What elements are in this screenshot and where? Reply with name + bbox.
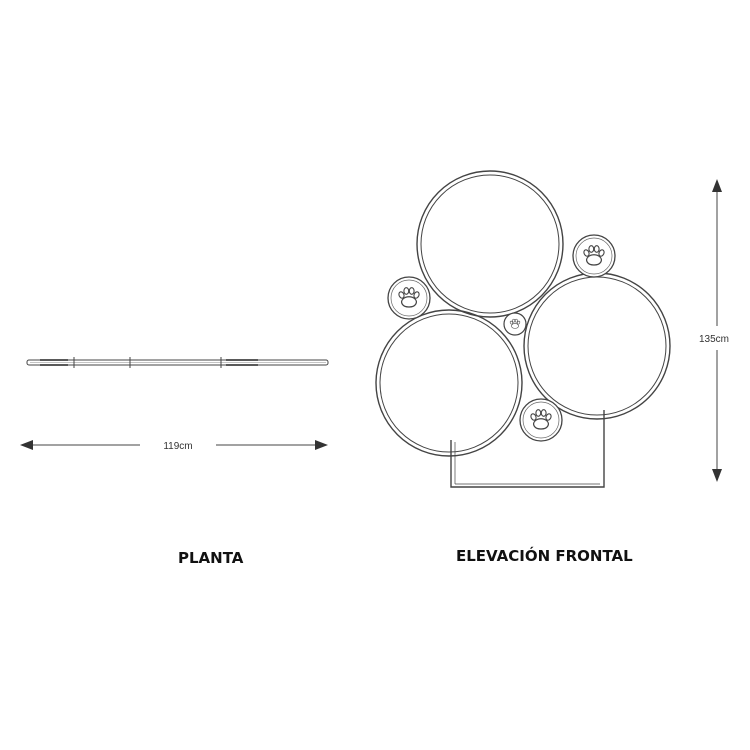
front-elevation-title: ELEVACIÓN FRONTAL [456, 547, 633, 565]
arrow-right-icon [315, 440, 328, 450]
plan-view: 119cm [20, 357, 329, 452]
paw-medallion-top-right [572, 234, 616, 278]
arrow-down-icon [712, 469, 722, 482]
paw-medallion-left [387, 276, 431, 320]
stand-frame [450, 410, 605, 488]
arrow-up-icon [712, 179, 722, 192]
front-elevation: 135cm [375, 170, 729, 488]
paw-medallion-bottom [519, 398, 563, 442]
height-dimension: 135cm [699, 179, 729, 482]
ring-bottom-left [375, 309, 523, 457]
width-label: 119cm [163, 441, 192, 452]
height-label: 135cm [699, 334, 729, 345]
plan-view-title: PLANTA [178, 549, 244, 567]
plan-bar [26, 357, 329, 368]
paw-medallion-center [503, 312, 527, 336]
arrow-left-icon [20, 440, 33, 450]
ring-right [523, 272, 671, 420]
width-dimension: 119cm [20, 440, 328, 452]
ring-top [416, 170, 564, 318]
